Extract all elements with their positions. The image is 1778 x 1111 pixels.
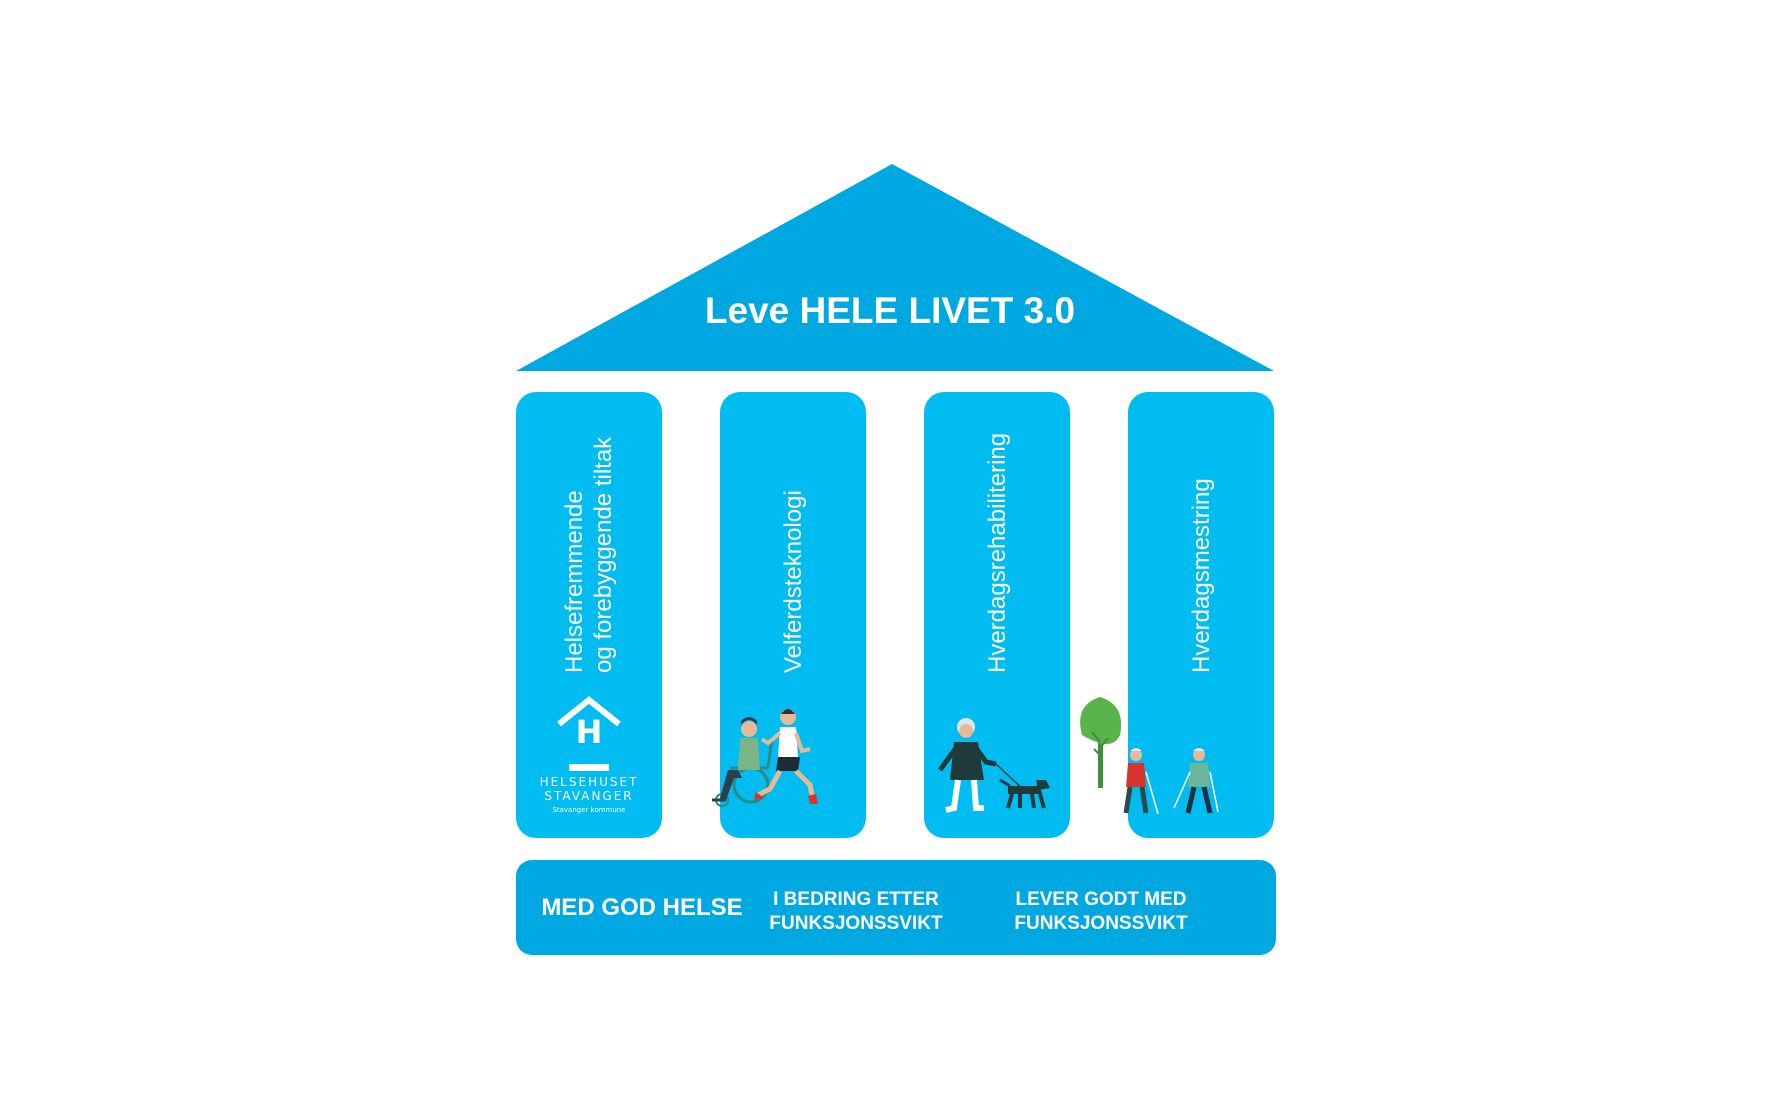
wheelchair-user-icon bbox=[712, 717, 774, 807]
tree-icon bbox=[1080, 697, 1122, 788]
runner-icon bbox=[754, 709, 818, 804]
roof-triangle bbox=[516, 164, 1274, 371]
logo-line1: HELSEHUSET bbox=[539, 775, 639, 789]
base-label-line: I BEDRING ETTER bbox=[773, 889, 939, 910]
base-label-line: MED GOD HELSE bbox=[541, 894, 743, 921]
helsehuset-logo-icon bbox=[557, 696, 621, 771]
base-label-recovering: I BEDRING ETTER FUNKSJONSSVIKT bbox=[746, 888, 966, 936]
logo-line2: STAVANGER bbox=[544, 789, 634, 803]
pole-walker-icon bbox=[1123, 748, 1159, 815]
pillar-health-promotion: Helsefremmende og forebyggende tiltak H … bbox=[516, 392, 662, 838]
roof-title: Leve HELE LIVET 3.0 bbox=[704, 290, 1076, 331]
base-label-line: LEVER GODT MED bbox=[1015, 889, 1187, 910]
base-label-line: FUNKSJONSSVIKT bbox=[1014, 913, 1188, 934]
base-label-line: FUNKSJONSSVIKT bbox=[769, 913, 943, 934]
logo-line3: Stavanger kommune bbox=[552, 806, 626, 814]
person-walking-dog-icon bbox=[937, 718, 1050, 813]
base-label-good-health: MED GOD HELSE bbox=[522, 894, 762, 922]
pole-walker-icon bbox=[1173, 748, 1219, 814]
logo-mark: H bbox=[575, 713, 603, 751]
roof bbox=[516, 164, 1274, 371]
pillar-everyday-rehabilitation: Hverdagsrehabilitering bbox=[924, 392, 1070, 838]
base-label-living-well: LEVER GODT MED FUNKSJONSSVIKT bbox=[981, 888, 1221, 936]
foundation-bar: MED GOD HELSE I BEDRING ETTER FUNKSJONSS… bbox=[516, 860, 1276, 955]
